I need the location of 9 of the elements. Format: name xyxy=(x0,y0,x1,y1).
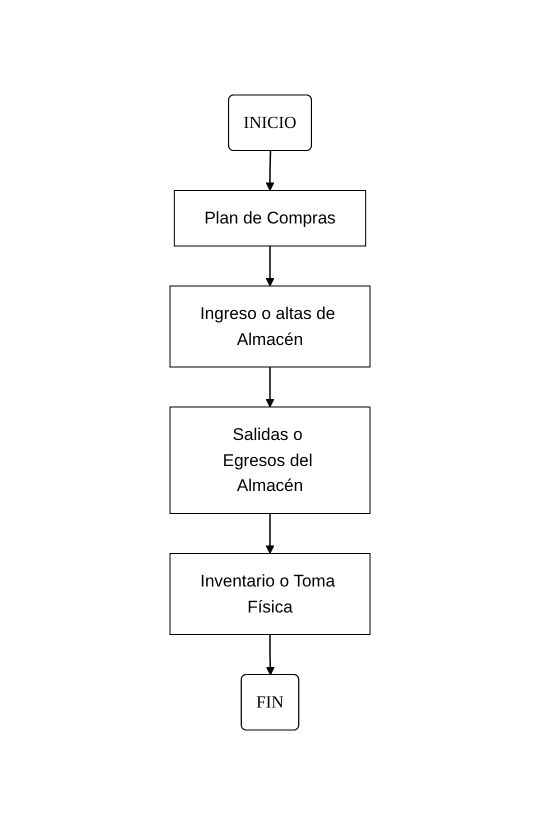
arrow xyxy=(266,246,274,286)
arrow xyxy=(266,634,275,676)
node-box: Ingreso o altas de Almacén xyxy=(170,286,370,368)
arrow xyxy=(266,367,274,408)
node-box: Plan de Compras xyxy=(174,190,366,246)
arrow xyxy=(266,514,274,554)
arrow xyxy=(266,150,274,191)
node-box: Salidas o Egresos del Almacén xyxy=(170,406,370,514)
node-box: Inventario o Toma Física xyxy=(170,553,370,635)
